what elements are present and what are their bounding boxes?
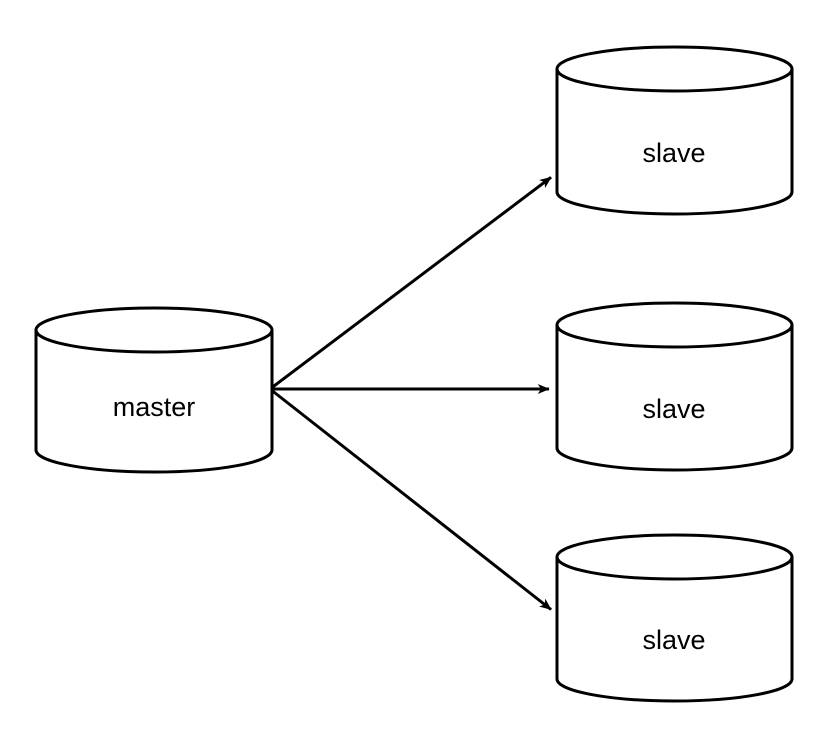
edge-master-to-slave-1[interactable] (269, 176, 552, 391)
cylinder-body (555, 301, 794, 472)
node-label: slave (642, 625, 705, 655)
edge-line (269, 387, 552, 611)
node-label: slave (642, 394, 705, 424)
edge-line (269, 176, 552, 391)
cylinder-top-ellipse-arc (555, 67, 794, 93)
cylinder-top-ellipse-arc (555, 555, 794, 581)
edge-group (269, 176, 552, 611)
node-label: master (113, 392, 196, 422)
node-slave-1[interactable]: slave (555, 45, 794, 216)
node-master[interactable]: master (34, 306, 274, 474)
cylinder-top-ellipse-arc (555, 323, 794, 349)
cylinder-body (555, 533, 794, 703)
node-label: slave (642, 138, 705, 168)
node-slave-2[interactable]: slave (555, 301, 794, 472)
cylinder-body (555, 45, 794, 216)
cylinder-top-ellipse-arc (34, 328, 274, 354)
node-slave-3[interactable]: slave (555, 533, 794, 703)
edge-master-to-slave-3[interactable] (269, 387, 552, 611)
cylinder-body (34, 306, 274, 474)
